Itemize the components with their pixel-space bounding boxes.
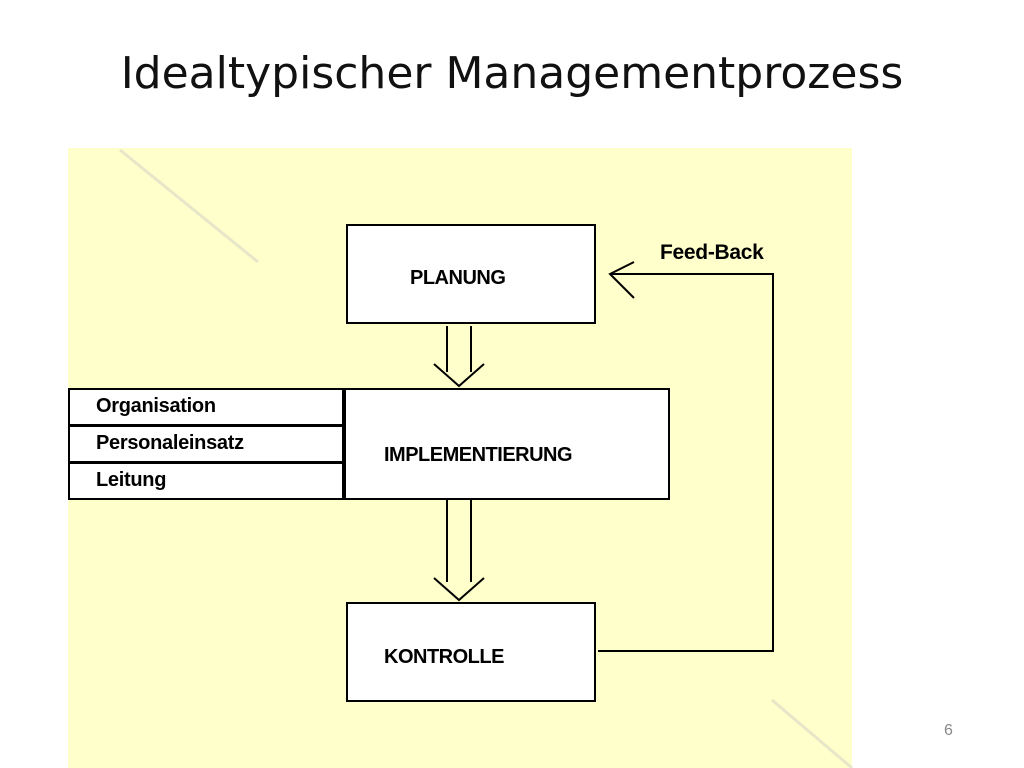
planung-label: PLANUNG bbox=[410, 267, 506, 289]
kontrolle-box bbox=[346, 602, 596, 702]
decorative-diagonal-line bbox=[771, 698, 853, 768]
slide-title: Idealtypischer Managementprozess bbox=[120, 48, 904, 99]
feedback-label: Feed-Back bbox=[660, 241, 764, 264]
decorative-diagonal-line bbox=[119, 148, 259, 264]
page-number: 6 bbox=[944, 722, 953, 739]
kontrolle-label: KONTROLLE bbox=[384, 646, 504, 668]
down-arrow-planung-implementierung bbox=[433, 326, 485, 388]
side-item-personaleinsatz: Personaleinsatz bbox=[68, 425, 344, 463]
down-arrow-implementierung-kontrolle bbox=[433, 500, 485, 602]
side-item-organisation: Organisation bbox=[68, 388, 344, 426]
feedback-loop-arrow bbox=[598, 261, 774, 652]
side-item-leitung: Leitung bbox=[68, 462, 344, 500]
implementierung-box bbox=[344, 388, 670, 500]
planung-box bbox=[346, 224, 596, 324]
implementierung-label: IMPLEMENTIERUNG bbox=[384, 444, 573, 466]
